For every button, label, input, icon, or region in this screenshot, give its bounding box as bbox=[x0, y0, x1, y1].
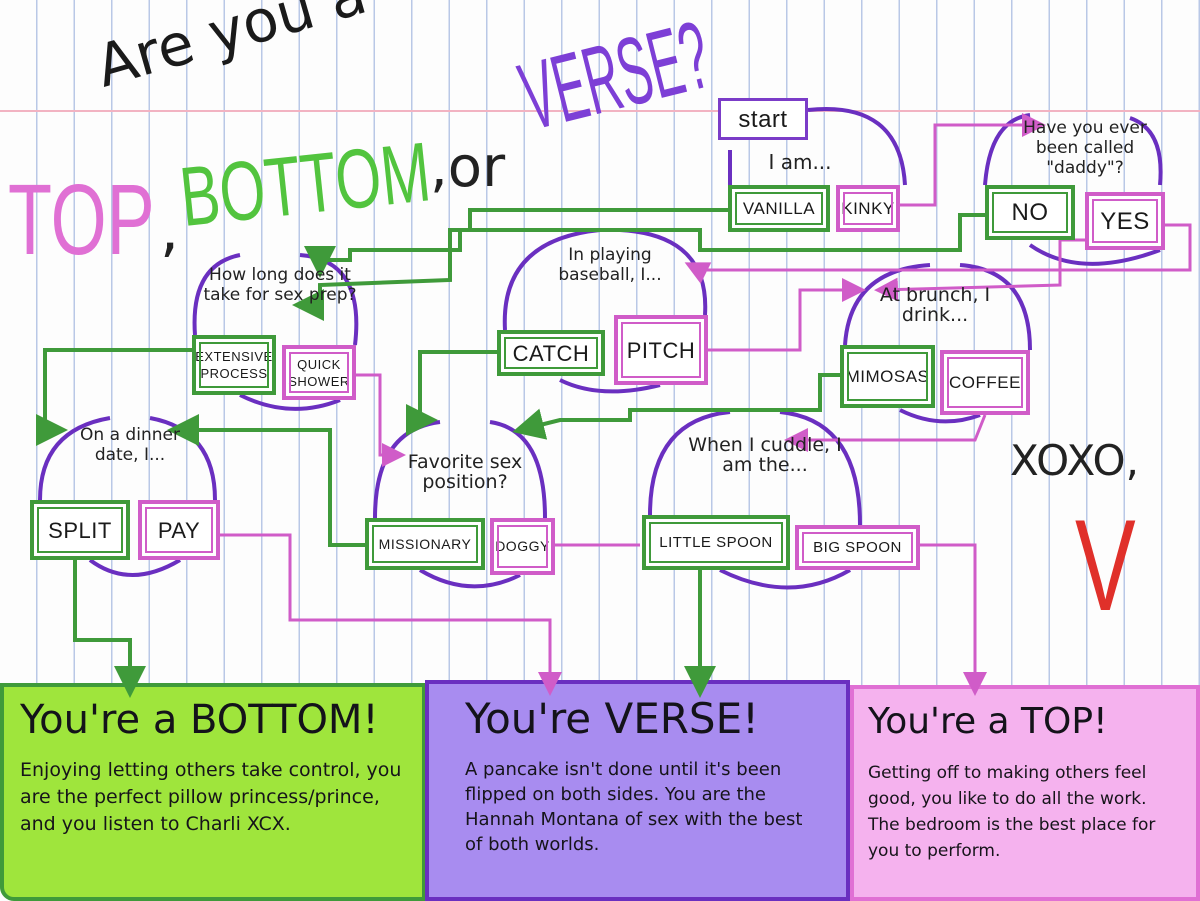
option-no[interactable]: NO bbox=[985, 185, 1075, 240]
result-top-text: Getting off to making others feel good, … bbox=[868, 763, 1156, 861]
option-kinky[interactable]: KINKY bbox=[836, 185, 900, 232]
option-vanilla[interactable]: VANILLA bbox=[728, 185, 830, 232]
option-split[interactable]: SPLIT bbox=[30, 500, 130, 560]
result-verse-title: You're VERSE! bbox=[465, 694, 759, 743]
position-question: Favorite sex position? bbox=[407, 451, 523, 493]
option-doggy[interactable]: DOGGY bbox=[490, 518, 555, 575]
signoff-initial: V bbox=[1075, 492, 1136, 638]
result-bottom-text: Enjoying letting others take control, yo… bbox=[20, 759, 402, 835]
result-bottom: You're a BOTTOM! Enjoying letting others… bbox=[0, 683, 426, 901]
title-or: ,or bbox=[430, 135, 506, 200]
result-top: You're a TOP! Getting off to making othe… bbox=[850, 685, 1200, 901]
title-top: TOP bbox=[8, 164, 155, 276]
option-extensive-process[interactable]: EXTENSIVE PROCESS bbox=[192, 335, 276, 395]
option-little-spoon[interactable]: LITTLE SPOON bbox=[642, 515, 790, 570]
start-box: start bbox=[718, 98, 808, 140]
brunch-question: At brunch, I drink... bbox=[879, 284, 991, 326]
cuddle-question: When I cuddle, I am the... bbox=[688, 434, 842, 476]
signoff-xoxo: XOXO, bbox=[1010, 436, 1139, 485]
option-catch[interactable]: CATCH bbox=[497, 330, 605, 376]
dinner-question: On a dinner date, I... bbox=[80, 425, 180, 465]
baseball-question: In playing baseball, I... bbox=[558, 245, 662, 285]
result-verse: You're VERSE! A pancake isn't done until… bbox=[425, 680, 850, 901]
result-verse-text: A pancake isn't done until it's been fli… bbox=[465, 759, 803, 855]
option-pay[interactable]: PAY bbox=[138, 500, 220, 560]
option-yes[interactable]: YES bbox=[1085, 192, 1165, 250]
option-mimosas[interactable]: MIMOSAS bbox=[840, 345, 935, 408]
start-question: I am... bbox=[768, 150, 832, 174]
option-big-spoon[interactable]: BIG SPOON bbox=[795, 525, 920, 570]
margin-line bbox=[0, 110, 1200, 112]
option-pitch[interactable]: PITCH bbox=[614, 315, 708, 385]
title-comma1: , bbox=[160, 195, 180, 265]
daddy-question: Have you ever been called "daddy"? bbox=[1023, 118, 1147, 178]
result-bottom-title: You're a BOTTOM! bbox=[20, 697, 379, 743]
option-coffee[interactable]: COFFEE bbox=[940, 350, 1030, 415]
option-missionary[interactable]: MISSIONARY bbox=[365, 518, 485, 570]
option-quick-shower[interactable]: QUICK SHOWER bbox=[282, 345, 356, 400]
result-top-title: You're a TOP! bbox=[868, 701, 1108, 742]
prep-question: How long does it take for sex prep? bbox=[203, 265, 357, 305]
